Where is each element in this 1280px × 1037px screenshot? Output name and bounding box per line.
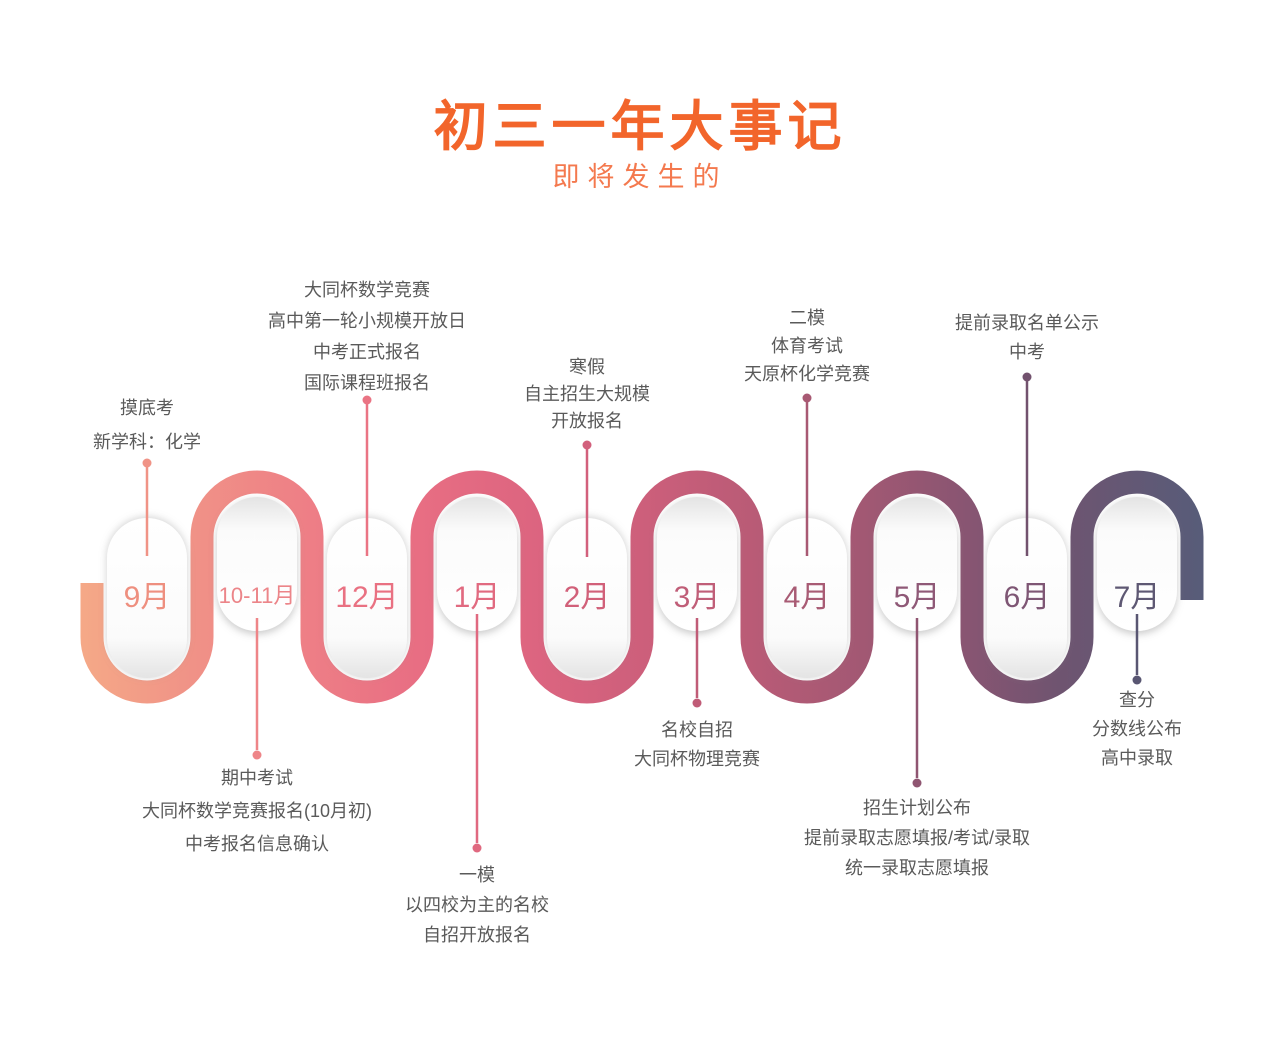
month-label-jan: 1月 xyxy=(453,581,501,614)
month-label-sep: 9月 xyxy=(123,581,171,614)
callout-dot-dec xyxy=(362,395,372,405)
arch-pill-valley xyxy=(547,518,627,678)
event-line: 以四校为主的名校 xyxy=(405,895,549,915)
event-block-mar: 名校自招 大同杯物理竞赛 xyxy=(634,716,760,774)
event-line: 名校自招 xyxy=(661,720,733,740)
event-line: 开放报名 xyxy=(551,411,623,431)
event-block-apr: 二模 体育考试 天原杯化学竞赛 xyxy=(744,304,870,388)
event-line: 提前录取名单公示 xyxy=(955,313,1099,333)
event-line: 高中第一轮小规模开放日 xyxy=(268,311,466,331)
month-label-jun: 6月 xyxy=(1003,581,1051,614)
event-line: 分数线公布 xyxy=(1092,719,1182,739)
event-line: 中考报名信息确认 xyxy=(184,834,329,854)
arch-pill-valley xyxy=(107,518,187,678)
month-label-feb: 2月 xyxy=(563,581,611,614)
arch-pill-peak xyxy=(657,497,737,631)
arch-pill-peak xyxy=(1097,497,1177,631)
event-line: 查分 xyxy=(1119,690,1155,710)
event-line: 国际课程班报名 xyxy=(304,373,430,393)
event-line: 高中录取 xyxy=(1101,748,1173,768)
event-line: 自主招生大规模 xyxy=(524,384,650,404)
event-line: 大同杯数学竞赛 xyxy=(304,280,430,300)
callout-dot-jun xyxy=(1022,372,1032,382)
arch-pill-valley xyxy=(767,518,847,678)
callout-dot-jan xyxy=(472,843,482,853)
event-line: 期中考试 xyxy=(220,768,293,788)
event-block-dec: 大同杯数学竞赛 高中第一轮小规模开放日 中考正式报名 国际课程班报名 xyxy=(268,275,466,399)
event-line: 提前录取志愿填报/考试/录取 xyxy=(803,828,1031,848)
callout-dot-may xyxy=(912,778,922,788)
arch-pill-valley xyxy=(987,518,1067,678)
event-block-jan: 一模 以四校为主的名校 自招开放报名 xyxy=(405,860,549,950)
callout-dot-jul xyxy=(1132,675,1142,685)
callout-dot-feb xyxy=(582,440,592,450)
callout-dot-apr xyxy=(802,393,812,403)
month-label-apr: 4月 xyxy=(783,581,831,614)
month-label-octnov: 10-11月 xyxy=(218,583,296,608)
event-line: 中考 xyxy=(1009,342,1045,362)
event-line: 寒假 xyxy=(569,357,605,377)
arch-pill-valley xyxy=(327,518,407,678)
page-title: 初三一年大事记 xyxy=(433,97,847,157)
event-line: 新学科：化学 xyxy=(93,432,201,452)
event-block-may: 招生计划公布 提前录取志愿填报/考试/录取 统一录取志愿填报 xyxy=(804,793,1030,883)
month-label-dec: 12月 xyxy=(335,581,399,614)
event-line: 统一录取志愿填报 xyxy=(844,858,989,878)
arch-pill-peak xyxy=(877,497,957,631)
event-line: 招生计划公布 xyxy=(862,798,971,818)
event-block-jul: 查分 分数线公布 高中录取 xyxy=(1092,686,1182,773)
event-line: 大同杯物理竞赛 xyxy=(634,749,760,769)
arch-pill-peak xyxy=(437,497,517,631)
event-line: 摸底考 xyxy=(120,398,174,418)
serpentine-ribbon xyxy=(80,470,1204,704)
month-label-mar: 3月 xyxy=(673,581,721,614)
event-line: 中考正式报名 xyxy=(313,342,421,362)
event-line: 二模 xyxy=(789,308,825,328)
arch-pill-peak xyxy=(217,497,297,631)
event-block-sep: 摸底考 新学科：化学 xyxy=(93,391,201,459)
page-subtitle: 即将发生的 xyxy=(552,162,728,192)
event-line: 体育考试 xyxy=(771,336,843,356)
event-line: 一模 xyxy=(459,865,495,885)
event-block-octnov: 期中考试 大同杯数学竞赛报名(10月初) 中考报名信息确认 xyxy=(142,762,372,861)
event-block-jun: 提前录取名单公示 中考 xyxy=(955,309,1099,367)
event-line: 天原杯化学竞赛 xyxy=(744,364,870,384)
month-label-may: 5月 xyxy=(893,581,941,614)
event-line: 自招开放报名 xyxy=(423,925,531,945)
month-label-jul: 7月 xyxy=(1113,581,1161,614)
callout-dot-mar xyxy=(692,698,702,708)
callout-dot-sep xyxy=(142,458,152,468)
event-block-feb: 寒假 自主招生大规模 开放报名 xyxy=(524,354,650,435)
callout-dot-octnov xyxy=(252,750,262,760)
event-line: 大同杯数学竞赛报名(10月初) xyxy=(141,801,373,821)
